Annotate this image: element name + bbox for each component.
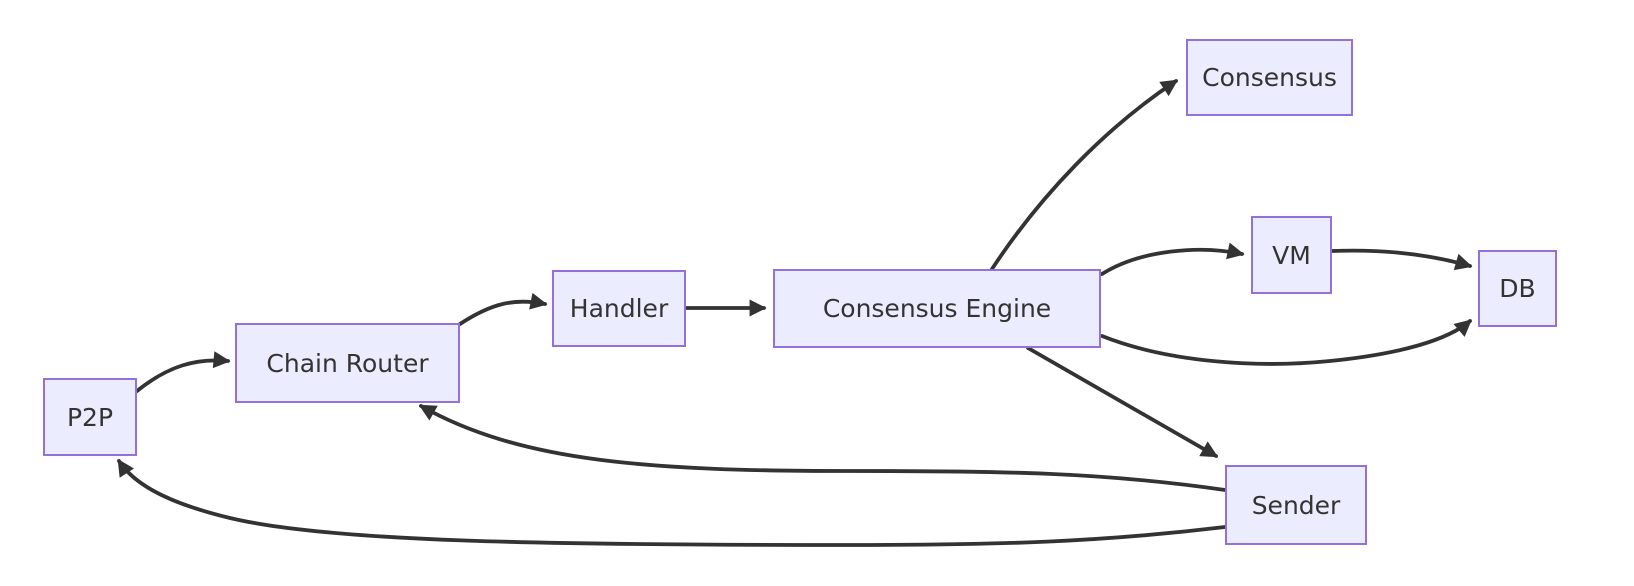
node-p2p: P2P — [43, 378, 137, 456]
node-label-p2p: P2P — [66, 402, 114, 432]
edge-consensus-engine-to-vm — [1100, 242, 1245, 276]
edge-consensus-engine-to-sender — [1026, 346, 1219, 458]
node-label-consensus: Consensus — [1202, 63, 1337, 92]
node-handler: Handler — [552, 270, 686, 347]
node-db: DB — [1478, 250, 1557, 327]
edge-consensus-engine-to-db — [1100, 319, 1472, 366]
node-label-consensus-engine: Consensus Engine — [822, 294, 1052, 323]
edge-p2p-to-chain-router — [135, 351, 231, 393]
node-label-db: DB — [1499, 274, 1536, 303]
edge-sender-to-chain-router — [418, 404, 1227, 492]
edge-consensus-engine-to-consensus — [990, 79, 1179, 271]
edge-sender-to-p2p — [117, 458, 1227, 547]
node-consensus-engine: Consensus Engine — [773, 269, 1101, 348]
node-label-chain-router: Chain Router — [266, 348, 429, 378]
node-label-vm: VM — [1272, 240, 1311, 270]
edge-vm-to-db — [1330, 248, 1473, 271]
node-consensus: Consensus — [1186, 39, 1353, 116]
node-label-handler: Handler — [569, 294, 669, 323]
node-sender: Sender — [1225, 465, 1367, 545]
node-label-sender: Sender — [1251, 490, 1341, 520]
edge-chain-router-to-handler — [458, 292, 548, 326]
node-chain-router: Chain Router — [235, 323, 460, 403]
node-vm: VM — [1251, 216, 1332, 294]
